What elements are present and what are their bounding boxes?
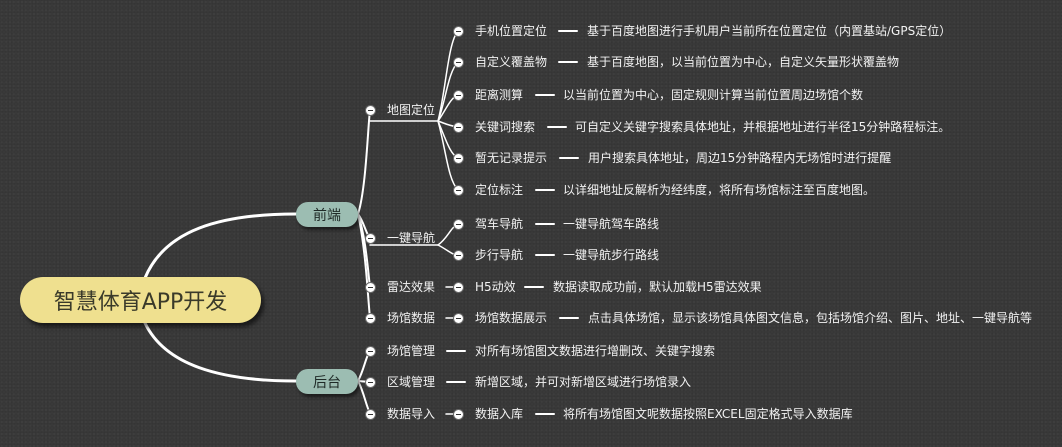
collapse-toggle-icon[interactable]: [453, 282, 464, 293]
node-venue-display[interactable]: 场馆数据展示: [475, 311, 548, 325]
collapse-toggle-icon[interactable]: [365, 409, 376, 420]
collapse-toggle-icon[interactable]: [453, 26, 464, 37]
desc-data-storage: 将所有场馆图文呢数据按照EXCEL固定格式导入数据库: [563, 407, 853, 421]
desc-location-mark: 以详细地址反解析为经纬度，将所有场馆标注至百度地图。: [563, 183, 876, 197]
collapse-toggle-icon[interactable]: [453, 409, 464, 420]
collapse-toggle-icon[interactable]: [365, 105, 376, 116]
root-node[interactable]: 智慧体育APP开发: [20, 277, 261, 323]
desc-walking-nav: 一键导航步行路线: [563, 248, 660, 262]
collapse-toggle-icon[interactable]: [365, 346, 376, 357]
collapse-toggle-icon[interactable]: [453, 153, 464, 164]
node-data-storage[interactable]: 数据入库: [475, 407, 524, 421]
backend-node[interactable]: 后台: [296, 369, 358, 394]
desc-h5-animation: 数据读取成功前，默认加载H5雷达效果: [553, 280, 762, 294]
collapse-toggle-icon[interactable]: [453, 90, 464, 101]
collapse-toggle-icon[interactable]: [365, 282, 376, 293]
node-phone-location[interactable]: 手机位置定位: [475, 24, 548, 38]
node-data-import[interactable]: 数据导入: [387, 407, 436, 421]
desc-no-record-tip: 用户搜索具体地址，周边15分钟路程内无场馆时进行提醒: [588, 151, 892, 165]
node-walking-nav[interactable]: 步行导航: [475, 248, 524, 262]
link-root-frontend: [143, 212, 298, 280]
collapse-toggle-icon[interactable]: [453, 250, 464, 261]
collapse-toggle-icon[interactable]: [453, 219, 464, 230]
desc-venue-display: 点击具体场馆，显示该场馆具体图文信息，包括场馆介绍、图片、地址、一键导航等: [588, 311, 1033, 325]
collapse-toggle-icon[interactable]: [365, 313, 376, 324]
collapse-toggle-icon[interactable]: [365, 377, 376, 388]
node-h5-animation[interactable]: H5动效: [475, 280, 516, 294]
desc-area-manage: 新增区域，并可对新增区域进行场馆录入: [475, 375, 692, 389]
frontend-node[interactable]: 前端: [296, 202, 358, 227]
desc-custom-overlay: 基于百度地图，以当前位置为中心，自定义矢量形状覆盖物: [587, 55, 900, 69]
node-no-record-tip[interactable]: 暂无记录提示: [475, 151, 548, 165]
node-radar-effect[interactable]: 雷达效果: [387, 280, 436, 294]
node-one-key-nav[interactable]: 一键导航: [387, 231, 436, 245]
desc-keyword-search: 可自定义关键字搜索具体地址，并根据地址进行半径15分钟路程标注。: [575, 120, 951, 134]
link-frontend-venue: [357, 213, 371, 319]
desc-driving-nav: 一键导航驾车路线: [563, 217, 660, 231]
desc-venue-manage: 对所有场馆图文数据进行增删改、关键字搜索: [475, 344, 716, 358]
node-map-location[interactable]: 地图定位: [387, 103, 436, 117]
desc-phone-location: 基于百度地图进行手机用户当前所在位置定位（内置基站/GPS定位）: [587, 24, 952, 38]
collapse-toggle-icon[interactable]: [453, 57, 464, 68]
desc-distance-calc: 以当前位置为中心，固定规则计算当前位置周边场馆个数: [563, 88, 864, 102]
node-keyword-search[interactable]: 关键词搜索: [475, 120, 536, 134]
link-frontend-map: [357, 109, 371, 215]
collapse-toggle-icon[interactable]: [453, 185, 464, 196]
node-venue-data[interactable]: 场馆数据: [387, 311, 436, 325]
collapse-toggle-icon[interactable]: [453, 122, 464, 133]
node-driving-nav[interactable]: 驾车导航: [475, 217, 524, 231]
collapse-toggle-icon[interactable]: [365, 233, 376, 244]
node-distance-calc[interactable]: 距离测算: [475, 88, 524, 102]
node-venue-manage[interactable]: 场馆管理: [387, 344, 436, 358]
node-custom-overlay[interactable]: 自定义覆盖物: [475, 55, 548, 69]
link-root-backend: [143, 321, 298, 383]
node-area-manage[interactable]: 区域管理: [387, 375, 436, 389]
collapse-toggle-icon[interactable]: [453, 313, 464, 324]
node-location-mark[interactable]: 定位标注: [475, 183, 524, 197]
